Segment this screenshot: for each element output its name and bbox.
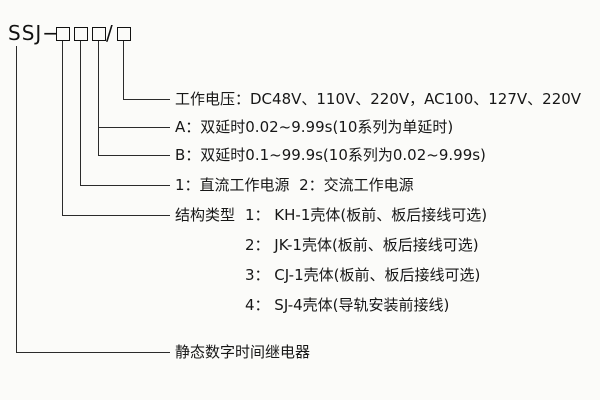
connector-hline-delay-a: [98, 127, 170, 128]
connector-hline-voltage: [123, 99, 170, 100]
connector-vline-power: [80, 41, 81, 186]
label-delay-type-b: B：双延时0.1~99.9s(10系列为0.02~9.99s): [175, 146, 486, 164]
model-separator: /: [106, 21, 114, 45]
model-digit-box-structure: [56, 27, 70, 41]
model-digit-box-delay: [92, 27, 106, 41]
label-structure-option-4: 4： SJ-4壳体(导轨安装前接线): [245, 296, 450, 314]
label-structure-option-3: 3： CJ-1壳体(板前、板后接线可选): [245, 266, 481, 284]
label-structure-option-2: 2： JK-1壳体(板前、板后接线可选): [245, 236, 479, 254]
label-product-name: 静态数字时间继电器: [175, 343, 311, 361]
connector-vline-product: [16, 46, 17, 353]
model-digit-box-power: [74, 27, 88, 41]
label-structure-option-1: 1： KH-1壳体(板前、板后接线可选): [245, 206, 488, 224]
label-working-voltage: 工作电压：DC48V、110V、220V，AC100、127V、220V: [175, 90, 582, 108]
connector-hline-delay-b: [98, 155, 170, 156]
model-prefix: SSJ−: [8, 21, 61, 45]
connector-vline-delay: [98, 41, 99, 156]
label-delay-type-a: A：双延时0.02~9.99s(10系列为单延时): [175, 118, 454, 136]
connector-hline-structure: [62, 215, 170, 216]
label-power-source: 1：直流工作电源 2：交流工作电源: [175, 176, 414, 194]
label-structure-type-title: 结构类型: [175, 206, 236, 224]
connector-vline-voltage: [123, 41, 124, 100]
model-digit-box-voltage: [117, 27, 131, 41]
connector-vline-structure: [62, 41, 63, 216]
connector-hline-product: [16, 352, 170, 353]
connector-hline-power: [80, 185, 170, 186]
